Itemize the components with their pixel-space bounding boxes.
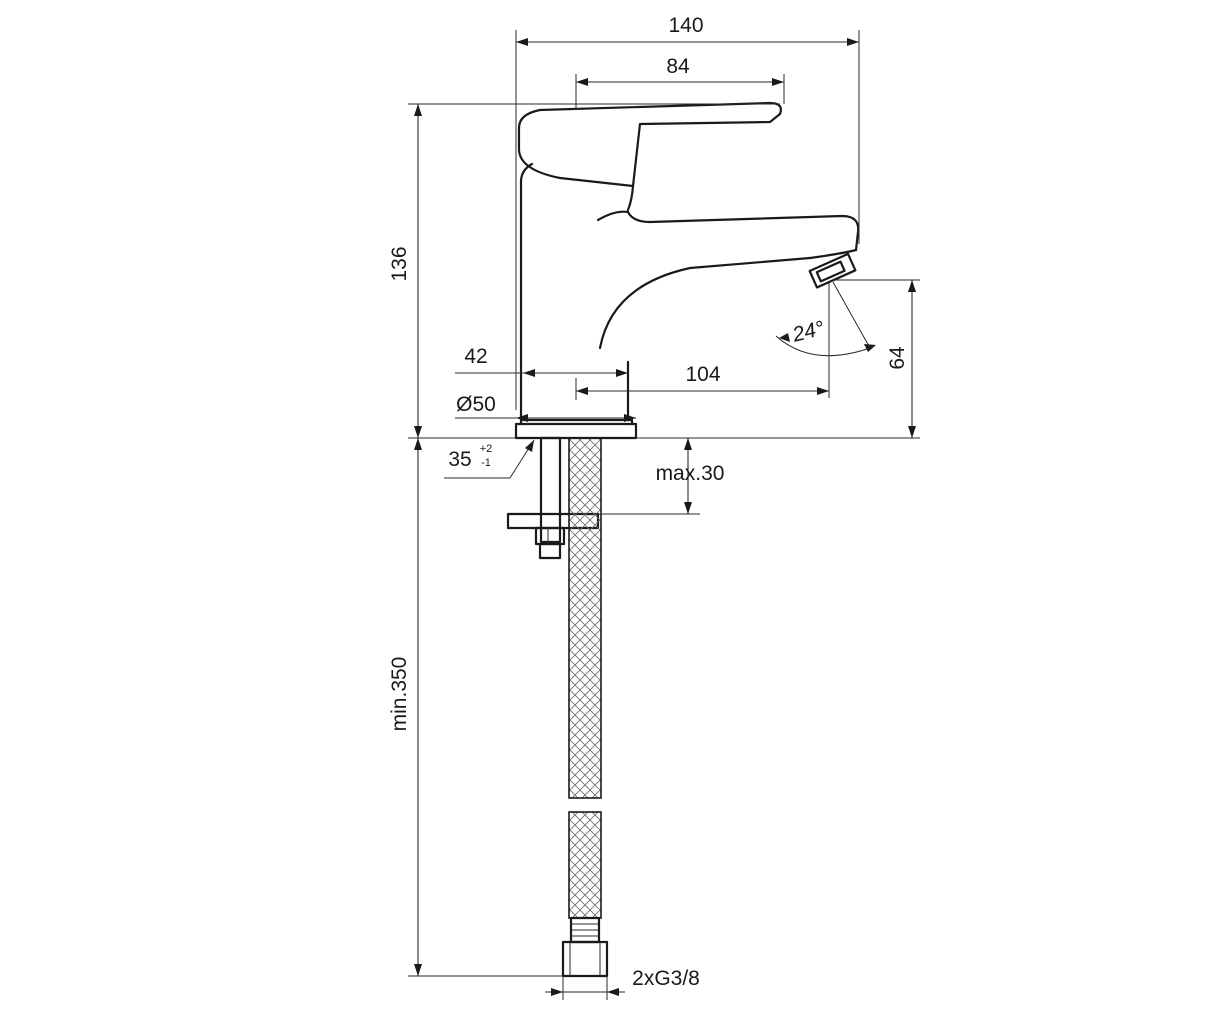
dimension-lines [408, 30, 920, 1000]
base-ring [519, 418, 634, 426]
lever-joint [626, 184, 635, 212]
nut-tip [538, 542, 562, 560]
spout-lower [808, 248, 858, 260]
dim-35-label: 35 [448, 448, 471, 471]
dim-min350-label: min.350 [388, 657, 411, 732]
base-plate [514, 422, 638, 440]
dim-64-label: 64 [886, 346, 909, 370]
spout-underside [598, 256, 812, 350]
dim-140-label: 140 [668, 14, 703, 37]
dim-diameter-50-label: Ø50 [456, 393, 496, 416]
dim-104-label: 104 [685, 363, 720, 386]
dim-35-tol-minus: -1 [481, 457, 491, 469]
mounting-assembly [506, 436, 600, 560]
faucet-body [514, 101, 860, 440]
dim-35-tol-plus: +2 [480, 443, 493, 455]
aerator [808, 252, 857, 289]
flex-hose [561, 437, 609, 978]
spout-top [626, 210, 860, 252]
spray-angle-label: 24° [789, 317, 826, 347]
dim-136-label: 136 [388, 246, 411, 281]
dim-84-label: 84 [666, 55, 690, 78]
dim-42-label: 42 [464, 345, 487, 368]
body-left-wall [519, 162, 534, 422]
hose-lower [568, 811, 602, 919]
hose-upper [568, 437, 602, 799]
dim-max30-label: max.30 [656, 462, 725, 485]
threaded-rod [539, 436, 562, 544]
lever-handle [517, 101, 782, 188]
hose-hex-nut [561, 940, 609, 978]
dim-connection-label: 2xG3/8 [632, 967, 700, 990]
body-notch [596, 210, 630, 222]
